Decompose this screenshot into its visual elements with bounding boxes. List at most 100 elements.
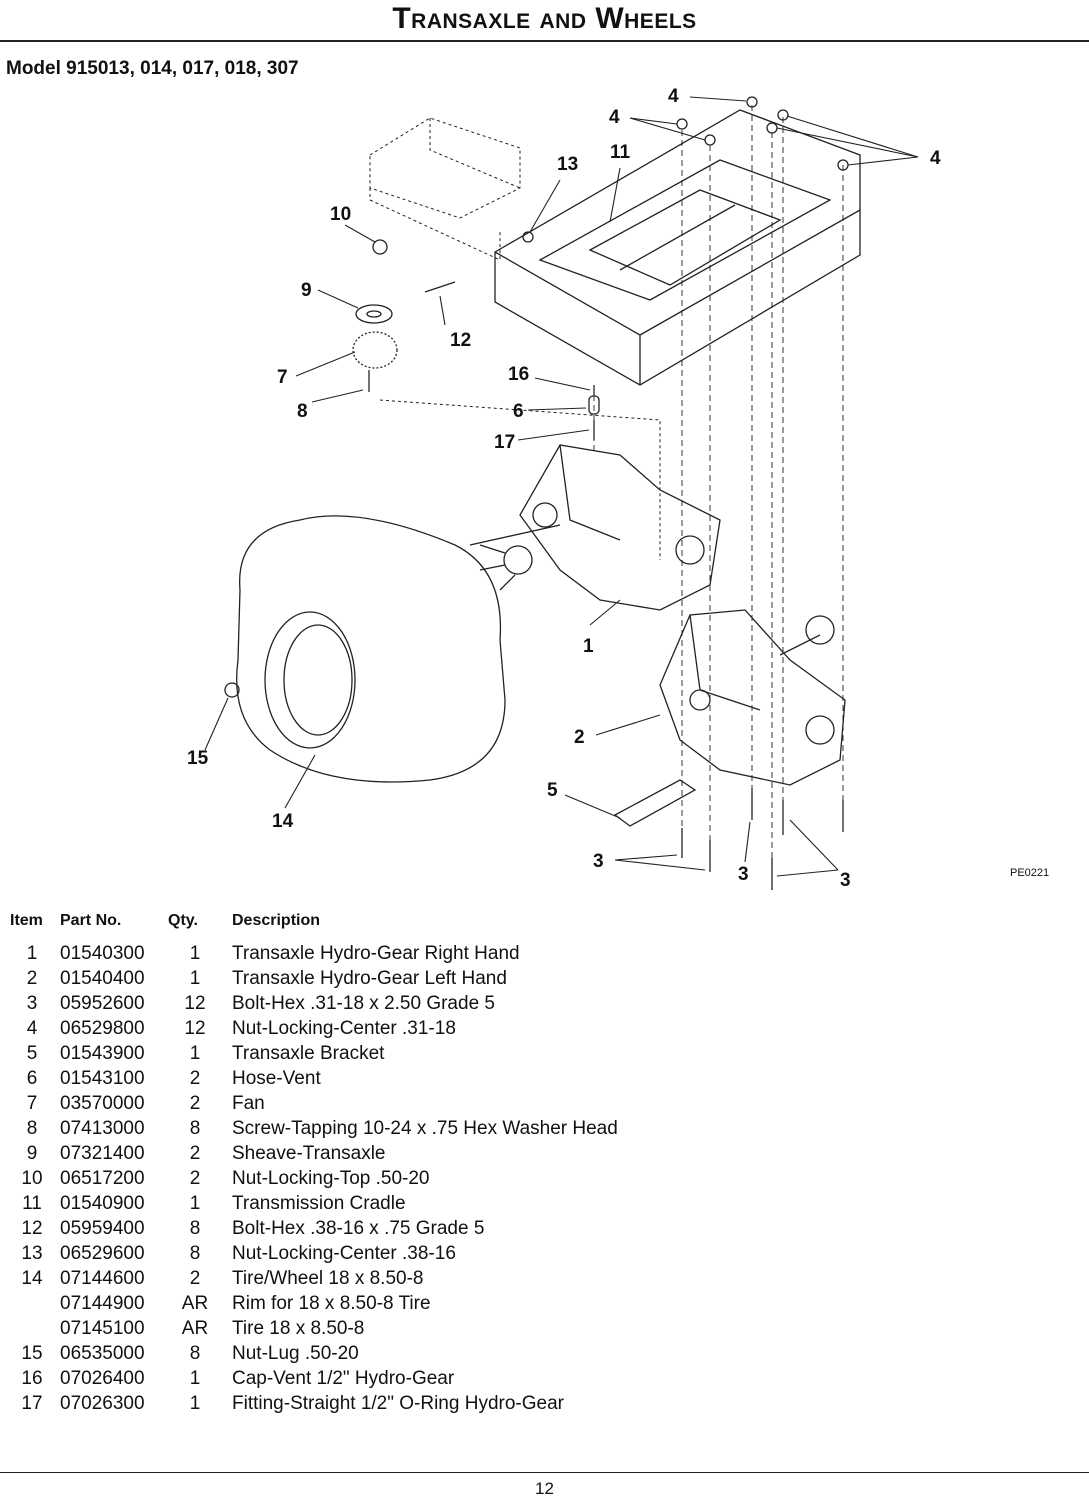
cell-part-no: 01543900 — [60, 1042, 145, 1064]
cell-item: 15 — [21, 1342, 43, 1364]
tire-wheel — [224, 515, 506, 783]
fan-and-sheave — [352, 239, 456, 392]
cell-description: Transaxle Bracket — [232, 1042, 385, 1064]
cell-description: Fitting-Straight 1/2" O-Ring Hydro-Gear — [232, 1392, 564, 1414]
cell-part-no: 07144900 — [60, 1292, 145, 1314]
transaxle-right-hand — [469, 444, 721, 611]
cell-description: Nut-Locking-Center .38-16 — [232, 1242, 456, 1264]
leader-lines — [204, 96, 919, 877]
callout-13: 13 — [557, 154, 578, 175]
cell-part-no: 06529600 — [60, 1242, 145, 1264]
callout-4-a: 4 — [668, 86, 679, 107]
table-row: 4 06529800 12 Nut-Locking-Center .31-18 — [10, 1016, 618, 1041]
page-number: 12 — [535, 1479, 554, 1498]
callout-3-a: 3 — [593, 851, 604, 872]
hex-bolts — [681, 788, 844, 890]
callout-16: 16 — [508, 364, 529, 385]
callout-9: 9 — [301, 280, 312, 301]
frame-outline — [369, 117, 661, 560]
callout-14: 14 — [272, 811, 294, 832]
callout-8: 8 — [297, 401, 308, 422]
cell-description: Tire/Wheel 18 x 8.50-8 — [232, 1267, 424, 1289]
cell-item: 17 — [21, 1392, 43, 1414]
cell-item — [10, 1316, 54, 1341]
cell-item: 16 — [21, 1367, 43, 1389]
header-description: Description — [232, 912, 321, 929]
callout-6: 6 — [513, 401, 524, 422]
cell-description: Bolt-Hex .38-16 x .75 Grade 5 — [232, 1217, 485, 1239]
cell-part-no: 05959400 — [60, 1217, 145, 1239]
cell-description: Cap-Vent 1/2" Hydro-Gear — [232, 1367, 455, 1389]
cell-description: Screw-Tapping 10-24 x .75 Hex Washer Hea… — [232, 1117, 618, 1139]
cell-description: Tire 18 x 8.50-8 — [232, 1317, 365, 1339]
cell-qty: 1 — [189, 1042, 201, 1064]
cell-description: Nut-Locking-Top .50-20 — [232, 1167, 430, 1189]
cell-qty: AR — [181, 1292, 209, 1314]
cell-description: Transaxle Hydro-Gear Left Hand — [232, 967, 507, 989]
cell-qty: 1 — [189, 967, 201, 989]
callout-1: 1 — [583, 636, 594, 657]
cell-item: 14 — [21, 1267, 43, 1289]
cell-item: 6 — [26, 1067, 38, 1089]
cell-part-no: 06535000 — [60, 1342, 145, 1364]
cell-description: Transmission Cradle — [232, 1192, 406, 1214]
cell-part-no: 01540400 — [60, 967, 145, 989]
header-qty: Qty. — [168, 912, 198, 929]
cell-part-no: 01540900 — [60, 1192, 145, 1214]
cell-item: 5 — [26, 1042, 38, 1064]
cell-part-no: 07145100 — [60, 1317, 145, 1339]
parts-table: Item Part No. Qty. Description 1 01540300… — [10, 912, 618, 1416]
cell-part-no: 01540300 — [60, 942, 145, 964]
cell-item: 8 — [26, 1117, 38, 1139]
cell-description: Rim for 18 x 8.50-8 Tire — [232, 1292, 431, 1314]
cell-part-no: 07026400 — [60, 1367, 145, 1389]
callout-5: 5 — [547, 780, 558, 801]
header-part-no: Part No. — [60, 912, 122, 929]
table-row: 5 01543900 1 Transaxle Bracket — [10, 1041, 618, 1066]
cell-part-no: 06529800 — [60, 1017, 145, 1039]
table-row: 13 06529600 8 Nut-Locking-Center .38-16 — [10, 1241, 618, 1266]
cell-qty: 2 — [189, 1267, 201, 1289]
callout-3-b: 3 — [738, 864, 749, 885]
header-item: Item — [10, 912, 43, 929]
cell-qty: 1 — [189, 1392, 201, 1414]
callout-10: 10 — [330, 204, 351, 225]
cell-item: 13 — [21, 1242, 43, 1264]
cell-qty: 2 — [189, 1092, 201, 1114]
table-row: 07144900 AR Rim for 18 x 8.50-8 Tire — [10, 1291, 618, 1316]
cell-part-no: 07321400 — [60, 1142, 145, 1164]
cell-item — [10, 1291, 54, 1316]
cell-part-no: 07026300 — [60, 1392, 145, 1414]
cell-part-no: 07144600 — [60, 1267, 145, 1289]
callout-4-c: 4 — [930, 148, 941, 169]
callout-15: 15 — [187, 748, 209, 769]
table-row: 14 07144600 2 Tire/Wheel 18 x 8.50-8 — [10, 1266, 618, 1291]
cell-qty: 8 — [189, 1342, 201, 1364]
cell-part-no: 07413000 — [60, 1117, 145, 1139]
cell-item: 4 — [26, 1017, 38, 1039]
cell-qty: 12 — [184, 1017, 206, 1039]
cell-description: Nut-Locking-Center .31-18 — [232, 1017, 456, 1039]
cell-item: 1 — [26, 942, 38, 964]
cell-qty: 8 — [189, 1242, 201, 1264]
cell-qty: 12 — [184, 992, 206, 1014]
callout-11: 11 — [610, 142, 631, 163]
model-heading: Model 915013, 014, 017, 018, 307 — [6, 58, 299, 79]
cell-description: Hose-Vent — [232, 1067, 321, 1089]
exploded-parts-diagram: 4 4 4 11 13 10 9 12 7 16 8 6 17 1 2 15 5… — [187, 86, 1049, 891]
page-title: Transaxle and Wheels — [392, 2, 697, 35]
cell-part-no: 01543100 — [60, 1067, 145, 1089]
assembly-lines — [593, 105, 844, 870]
